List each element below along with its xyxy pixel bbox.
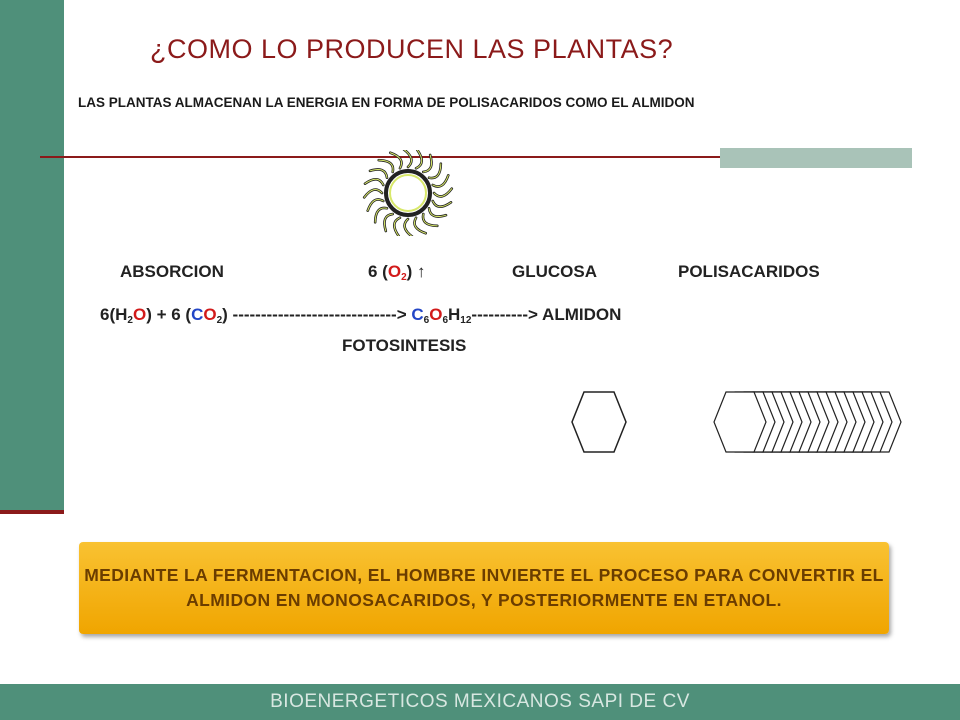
label-fotosintesis: FOTOSINTESIS (342, 336, 467, 355)
divider-green-block (720, 148, 912, 168)
label-polisacaridos: POLISACARIDOS (678, 262, 820, 281)
left-decor-accent-line (0, 510, 64, 514)
hexagon-icon (571, 391, 627, 453)
slide-subtitle: LAS PLANTAS ALMACENAN LA ENERGIA EN FORM… (78, 95, 695, 110)
slide-title: ¿COMO LO PRODUCEN LAS PLANTAS? (150, 34, 674, 64)
callout-text: MEDIANTE LA FERMENTACION, EL HOMBRE INVI… (84, 565, 884, 610)
label-absorcion: ABSORCION (120, 262, 224, 281)
hexagon-chain-icon (713, 391, 902, 453)
footer-bar: BIOENERGETICOS MEXICANOS SAPI DE CV (0, 684, 960, 720)
sun-icon (362, 150, 454, 236)
left-decor-bar (0, 0, 64, 512)
photosynthesis-equation: 6(H2O) + 6 (CO2) -----------------------… (100, 305, 622, 326)
fermentation-callout: MEDIANTE LA FERMENTACION, EL HOMBRE INVI… (79, 542, 889, 634)
label-glucosa: GLUCOSA (512, 262, 597, 281)
title-divider (40, 156, 912, 158)
footer-company-name: BIOENERGETICOS MEXICANOS SAPI DE CV (270, 691, 690, 712)
label-oxygen: 6 (O2) ↑ (368, 262, 426, 283)
